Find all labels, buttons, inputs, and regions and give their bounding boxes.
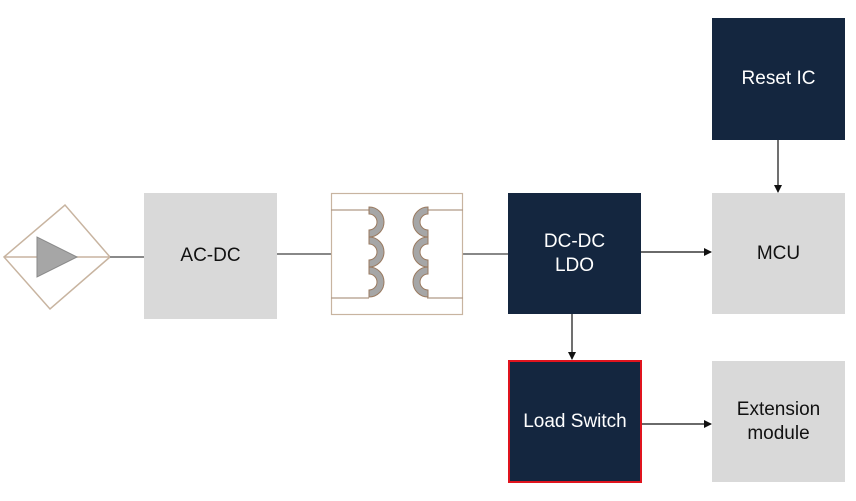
load-switch-label: Load Switch [523,410,627,432]
mcu-block: MCU [712,193,845,314]
ac-source-icon [2,203,112,311]
dcdc-ldo-block: DC-DC LDO [508,193,641,314]
extension-module-label: Extension module [736,398,821,444]
dcdc-ldo-label: DC-DC LDO [543,230,606,276]
ac-dc-label: AC-DC [180,245,241,266]
load-switch-block: Load Switch [508,360,642,483]
reset-ic-block: Reset IC [712,18,845,140]
mcu-label: MCU [756,242,801,264]
reset-ic-label: Reset IC [741,68,816,89]
transformer-icon [330,192,464,316]
ac-dc-block: AC-DC [144,193,277,319]
extension-module-block: Extension module [712,361,845,482]
